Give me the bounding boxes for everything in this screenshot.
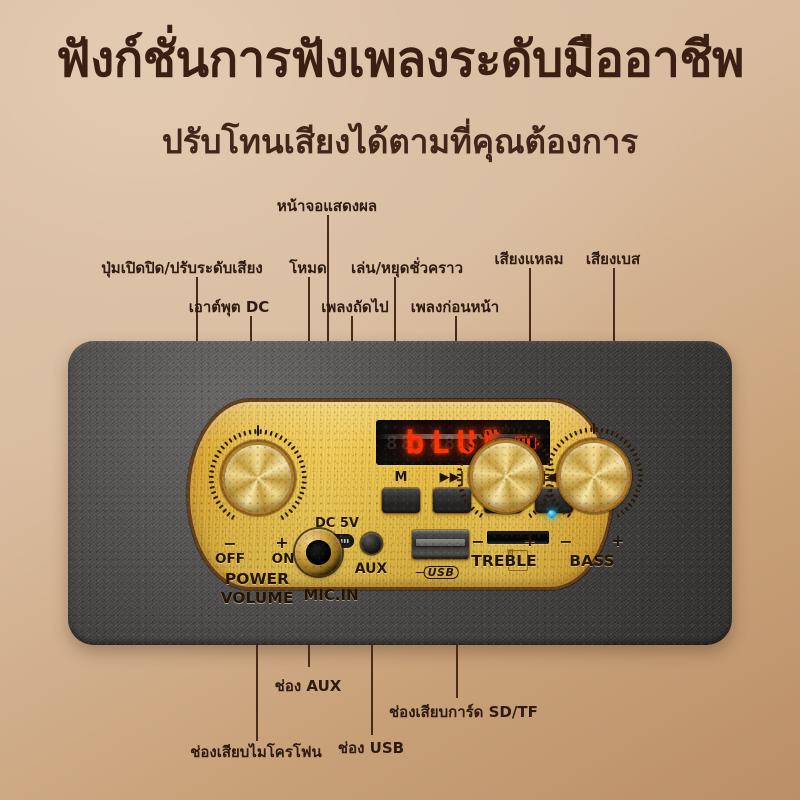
treble-minus-label: −: [471, 532, 485, 551]
mode-button-glyph: M: [394, 470, 408, 485]
headline-container: ฟังก์ชั่นการฟังเพลงระดับมืออาชีพ: [0, 31, 800, 88]
callout-aux-in: ช่อง AUX: [274, 677, 342, 695]
power-knob-plus-label: +: [275, 533, 289, 552]
callout-bass: เสียงเบส: [585, 250, 641, 268]
leader-display: [327, 215, 329, 411]
power-on-label: ON: [271, 551, 295, 567]
leader-usb: [371, 645, 373, 735]
subheadline-container: ปรับโทนเสียงได้ตามที่คุณต้องการ: [0, 115, 800, 168]
power-label: POWER: [224, 570, 290, 588]
bass-knob-body[interactable]: [561, 443, 627, 509]
leader-sd-tf: [456, 645, 458, 698]
usb-port[interactable]: [412, 530, 469, 559]
bluetooth-indicator-led: [548, 510, 556, 518]
usb-logo-icon: USB: [415, 566, 459, 579]
bass-plus-label: +: [611, 531, 625, 550]
led-glare: [376, 434, 550, 440]
volume-label: VOLUME: [220, 589, 294, 607]
treble-knob-body[interactable]: [473, 443, 539, 509]
bass-knob[interactable]: [542, 423, 646, 528]
callout-mode: โหมด: [289, 259, 327, 277]
led-ghost-segments: 88:88: [386, 432, 459, 454]
leader-aux-in: [308, 645, 310, 667]
aux-jack[interactable]: [361, 533, 382, 554]
power-off-label: OFF: [215, 551, 245, 567]
mode-button[interactable]: [382, 488, 420, 513]
power-knob-minus-label: −: [223, 534, 237, 553]
treble-plus-label: +: [523, 531, 537, 550]
sd-card-slot[interactable]: [487, 531, 549, 544]
callout-play-pause: เล่น/หยุดชั่วคราว: [350, 259, 464, 277]
treble-label: TREBLE: [471, 552, 537, 570]
dc-5v-label: DC 5V: [315, 516, 359, 531]
callout-sd-tf: ช่องเสียบการ์ด SD/TF: [389, 703, 538, 721]
callout-next-track: เพลงถัดไป: [321, 298, 389, 316]
callout-prev-track: เพลงก่อนหน้า: [410, 298, 500, 316]
aux-label: AUX: [354, 561, 388, 577]
power-knob-body[interactable]: [225, 445, 291, 511]
mic-in-jack[interactable]: [295, 529, 342, 576]
leader-mic-in: [256, 645, 258, 741]
control-faceplate: − + OFF ON POWER VOLUME DC 5V 88:88 bLUE…: [190, 402, 644, 606]
callout-mic-in: ช่องเสียบไมโครโฟน: [190, 743, 322, 761]
page-subtitle: ปรับโทนเสียงได้ตามที่คุณต้องการ: [161, 122, 639, 161]
sd-card-icon: [507, 549, 528, 571]
treble-knob[interactable]: [454, 423, 558, 528]
callout-usb: ช่อง USB: [337, 739, 405, 757]
treble-knob-pointer: [504, 423, 508, 434]
bass-minus-label: −: [559, 532, 573, 551]
callout-power-volume: ปุ่มเปิดปิด/ปรับระดับเสียง: [101, 259, 263, 277]
bass-label: BASS: [569, 552, 615, 570]
power-knob-pointer: [256, 425, 260, 436]
power-volume-knob[interactable]: [206, 425, 310, 530]
callout-display: หน้าจอแสดงผล: [276, 197, 378, 215]
mic-in-label: MIC.IN: [303, 586, 359, 604]
page-title: ฟังก์ชั่นการฟังเพลงระดับมืออาชีพ: [56, 31, 744, 88]
leader-power-volume: [196, 277, 198, 343]
callout-dc-output: เอาต์พุต DC: [188, 298, 270, 316]
speaker-cabinet: − + OFF ON POWER VOLUME DC 5V 88:88 bLUE…: [68, 341, 732, 645]
callout-treble: เสียงแหลม: [494, 250, 564, 268]
bass-knob-pointer: [592, 423, 596, 434]
